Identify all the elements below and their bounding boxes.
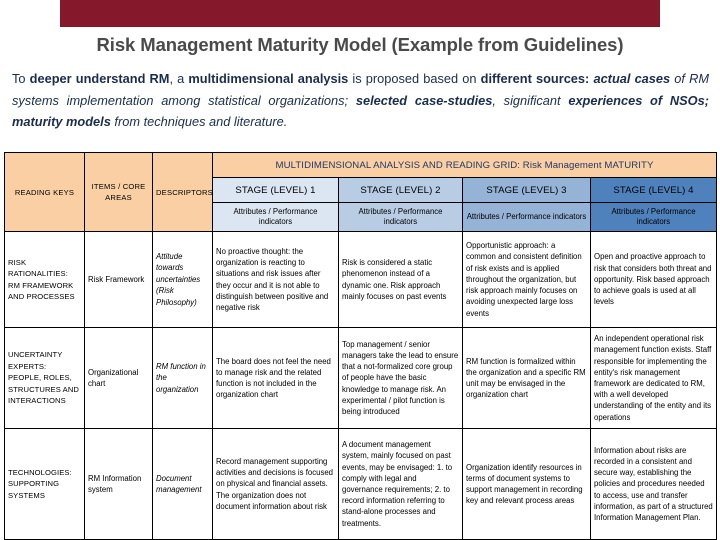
row-stage-3: Opportunistic approach: a common and con… [462,231,591,328]
row-item: Risk Framework [84,231,153,328]
intro-text-11: selected case-studies [355,92,493,108]
row-stage-3: RM function is formalized within the org… [462,327,591,429]
stage-subheader-2: Attributes / Performance indicators [338,202,463,232]
header-items-core-areas: ITEMS / CORE AREAS [84,152,153,232]
row-item: RM Information system [84,428,153,540]
table-header-row-stages: STAGE (LEVEL) 1 STAGE (LEVEL) 2 STAGE (L… [5,177,718,203]
row-stage-1: The board does not feel the need to mana… [212,327,339,429]
intro-text-10 [348,93,356,108]
row-stage-4: Open and proactive approach to risk that… [589,231,718,328]
row-stage-1: Record management supporting activities … [212,428,339,540]
row-stage-3: Organization identify resources in terms… [462,428,591,540]
stage-subheader-3: Attributes / Performance indicators [462,202,591,232]
intro-text-9: of RM systems implementation among stati… [12,71,709,108]
stage-header-4: STAGE (LEVEL) 4 [589,177,718,203]
row-reading-key: TECHNOLOGIES: SUPPORTING SYSTEMS [4,428,85,540]
stage-header-1: STAGE (LEVEL) 1 [212,177,339,203]
row-stage-2: Top management / senior managers take th… [338,327,463,429]
header-reading-keys: READING KEYS [4,152,85,232]
grid-banner-title: MULTIDIMENSIONAL ANALYSIS AND READING GR… [211,152,718,178]
intro-text-4: multidimensional analysis [188,71,349,86]
intro-text-12: , significant [492,92,569,108]
intro-text-16: from techniques and literature. [110,114,288,129]
stage-header-3: STAGE (LEVEL) 3 [462,177,591,203]
intro-text-2: deeper understand RM [29,71,170,86]
header-descriptors: DESCRIPTORS [152,152,213,232]
table-header-row-banner: READING KEYS ITEMS / CORE AREAS DESCRIPT… [4,152,718,232]
intro-paragraph: To deeper understand RM, a multidimensio… [12,68,709,133]
row-item: Organizational chart [84,327,153,429]
row-descriptor: RM function in the organization [152,327,213,429]
row-stage-2: A document management system, mainly foc… [338,428,463,540]
row-stage-2: Risk is considered a static phenomenon i… [338,231,463,328]
intro-text-6: different sources: [480,71,590,86]
row-descriptor: Attitude towards uncertainties (Risk Phi… [152,231,213,328]
stage-subheader-1: Attributes / Performance indicators [212,202,339,232]
decorative-top-banner [60,0,660,27]
row-reading-key: RISK RATIONALITIES: RM FRAMEWORK AND PRO… [4,231,85,328]
intro-text-1: To [12,71,30,86]
table-row: UNCERTAINTY EXPERTS: PEOPLE, ROLES, STRU… [4,327,718,429]
stage-header-2: STAGE (LEVEL) 2 [338,177,463,203]
row-stage-4: Information about risks are recorded in … [589,428,718,540]
stage-subheader-4: Attributes / Performance indicators [589,202,718,232]
intro-text-3: , a [169,71,189,86]
page-title: Risk Management Maturity Model (Example … [96,34,624,55]
row-descriptor: Document management [152,428,213,540]
row-stage-4: An independent operational risk manageme… [589,327,718,429]
table-row: TECHNOLOGIES: SUPPORTING SYSTEMS RM Info… [4,428,718,540]
intro-text-15: maturity models [12,114,111,129]
intro-text-8: actual cases [593,71,671,86]
table-row: RISK RATIONALITIES: RM FRAMEWORK AND PRO… [4,231,718,328]
maturity-model-table: READING KEYS ITEMS / CORE AREAS DESCRIPT… [4,152,718,540]
row-stage-1: No proactive thought: the organization i… [212,231,339,328]
row-reading-key: UNCERTAINTY EXPERTS: PEOPLE, ROLES, STRU… [4,327,85,429]
intro-text-5: is proposed based on [348,71,481,86]
intro-text-13: experiences of NSOs; [568,92,709,108]
